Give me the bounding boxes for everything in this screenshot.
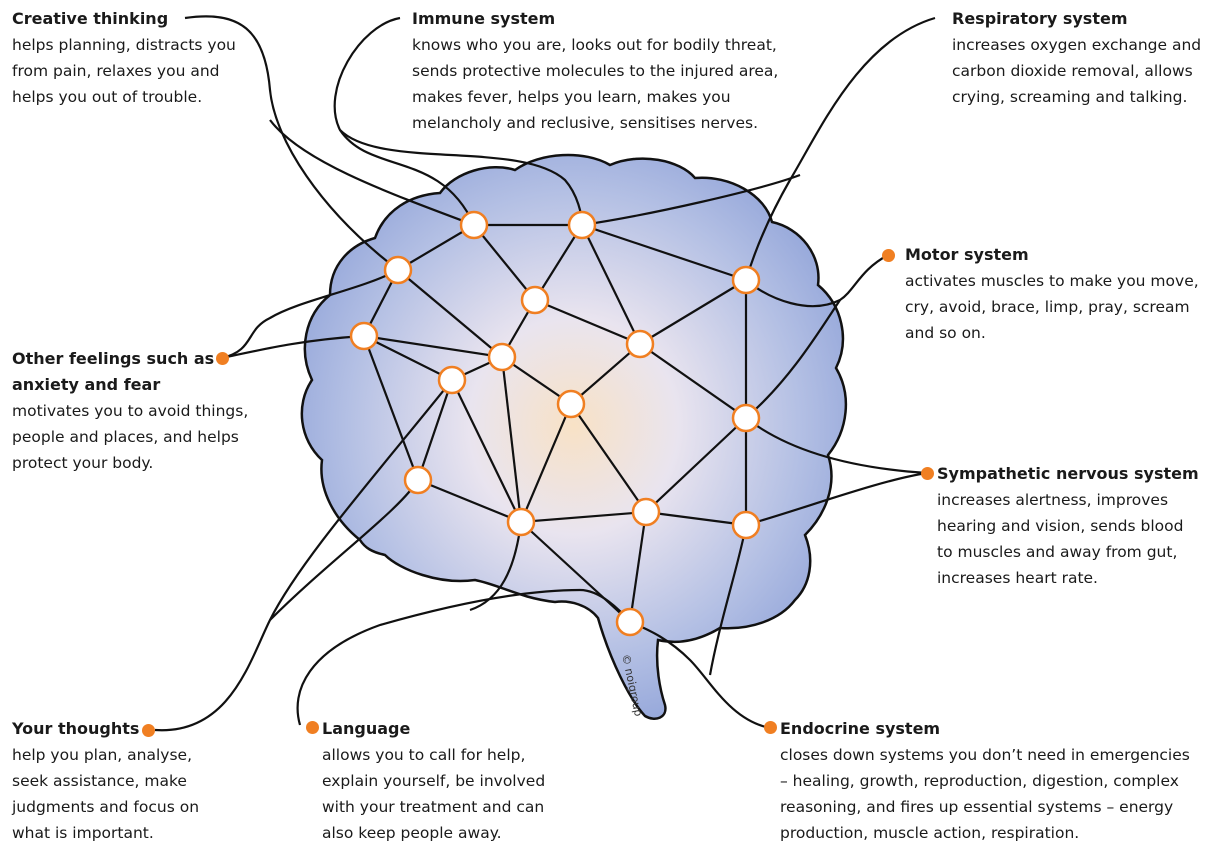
motor-dot bbox=[882, 249, 895, 262]
language-title: Language bbox=[322, 719, 411, 738]
motor-system-desc: activates muscles to make you move, cry,… bbox=[905, 272, 1199, 342]
node bbox=[731, 510, 761, 540]
respiratory-system-label: Respiratory system increases oxygen exch… bbox=[952, 6, 1201, 110]
node bbox=[487, 342, 517, 372]
your-thoughts-label: Your thoughts help you plan, analyse, se… bbox=[12, 716, 199, 846]
sympathetic-dot bbox=[921, 467, 934, 480]
node bbox=[506, 507, 536, 537]
node bbox=[349, 321, 379, 351]
node bbox=[567, 210, 597, 240]
node bbox=[437, 365, 467, 395]
node bbox=[731, 403, 761, 433]
language-label: Language allows you to call for help, ex… bbox=[322, 716, 545, 846]
node bbox=[556, 389, 586, 419]
endocrine-dot bbox=[764, 721, 777, 734]
node bbox=[520, 285, 550, 315]
network-nodes bbox=[349, 210, 761, 637]
endocrine-system-title: Endocrine system bbox=[780, 719, 941, 738]
language-desc: allows you to call for help, explain you… bbox=[322, 746, 546, 842]
sympathetic-nervous-desc: increases alertness, improves hearing an… bbox=[937, 491, 1184, 587]
other-feelings-label: Other feelings such as anxiety and fear … bbox=[12, 346, 248, 476]
node bbox=[459, 210, 489, 240]
node bbox=[403, 465, 433, 495]
sympathetic-nervous-title: Sympathetic nervous system bbox=[937, 464, 1199, 483]
motor-system-title: Motor system bbox=[905, 245, 1029, 264]
respiratory-system-desc: increases oxygen exchange and carbon dio… bbox=[952, 36, 1202, 106]
your-thoughts-desc: help you plan, analyse, seek assistance,… bbox=[12, 746, 200, 842]
immune-system-desc: knows who you are, looks out for bodily … bbox=[412, 36, 779, 132]
feelings-dot bbox=[216, 352, 229, 365]
language-dot bbox=[306, 721, 319, 734]
your-thoughts-title: Your thoughts bbox=[12, 719, 140, 738]
creative-thinking-desc: helps planning, distracts you from pain,… bbox=[12, 36, 236, 106]
node bbox=[383, 255, 413, 285]
connector-lines bbox=[154, 15, 936, 732]
creative-thinking-title: Creative thinking bbox=[12, 9, 169, 28]
endocrine-system-label: Endocrine system closes down systems you… bbox=[780, 716, 1190, 846]
other-feelings-desc: motivates you to avoid things, people an… bbox=[12, 402, 249, 472]
immune-system-label: Immune system knows who you are, looks o… bbox=[412, 6, 778, 136]
sympathetic-nervous-label: Sympathetic nervous system increases ale… bbox=[937, 461, 1199, 591]
endocrine-system-desc: closes down systems you don’t need in em… bbox=[780, 746, 1190, 842]
other-feelings-title: Other feelings such as anxiety and fear bbox=[12, 349, 215, 394]
respiratory-system-title: Respiratory system bbox=[952, 9, 1128, 28]
brain-shape bbox=[300, 153, 848, 720]
creative-thinking-label: Creative thinking helps planning, distra… bbox=[12, 6, 236, 110]
node bbox=[625, 329, 655, 359]
thoughts-dot bbox=[142, 724, 155, 737]
motor-system-label: Motor system activates muscles to make y… bbox=[905, 242, 1199, 346]
node bbox=[631, 497, 661, 527]
immune-system-title: Immune system bbox=[412, 9, 556, 28]
node bbox=[615, 607, 645, 637]
node bbox=[731, 265, 761, 295]
